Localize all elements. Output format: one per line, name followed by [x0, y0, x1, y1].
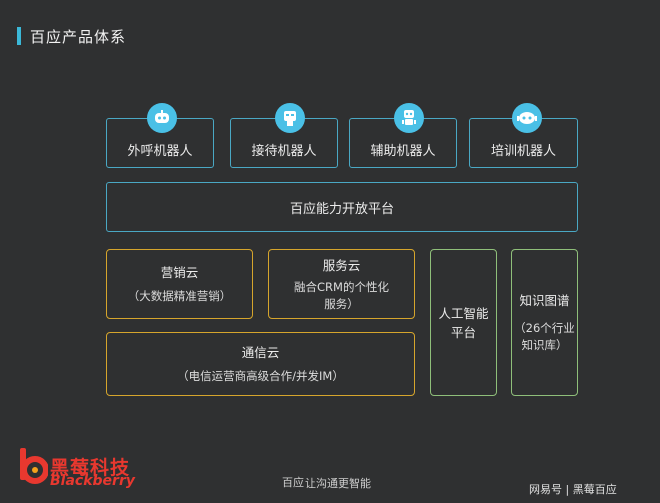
robot-label: 培训机器人 — [490, 143, 556, 159]
service-cloud-title: 服务云 — [322, 257, 361, 273]
knowledge-graph-title: 知识图谱 — [519, 293, 570, 308]
slogan-mark: 百应 — [282, 476, 304, 489]
marketing-cloud-title: 营销云 — [160, 265, 199, 280]
knowledge-graph-sub-1: （26个行业 — [514, 321, 575, 335]
robot-icon — [147, 103, 177, 133]
title-accent-bar — [17, 27, 21, 45]
service-cloud-sub-2: 服务） — [324, 296, 359, 311]
robot-icon — [512, 103, 542, 133]
communication-cloud-title: 通信云 — [241, 345, 280, 360]
robot-icon — [394, 103, 424, 133]
ai-platform: 人工智能 平台 — [430, 249, 497, 396]
robot-label: 接待机器人 — [251, 143, 317, 159]
knowledge-graph: 知识图谱 （26个行业 知识库） — [511, 249, 578, 396]
communication-cloud-sub: （电信运营商高级合作/并发IM） — [177, 369, 344, 383]
ai-platform-title-1: 人工智能 — [438, 305, 489, 321]
logo-cn: 黑莓科技 — [50, 457, 131, 479]
platform-label: 百应能力开放平台 — [289, 201, 394, 217]
communication-cloud: 通信云 （电信运营商高级合作/并发IM） — [106, 332, 415, 396]
service-cloud: 服务云 融合CRM的个性化 服务） — [268, 249, 415, 319]
page-title: 百应产品体系 — [30, 28, 127, 46]
ai-platform-title-2: 平台 — [450, 324, 476, 340]
blackberry-logo-icon — [18, 446, 49, 486]
slogan: 让沟通更智能 — [305, 477, 371, 490]
robot-icon — [275, 103, 305, 133]
knowledge-graph-sub-2: 知识库） — [521, 338, 568, 352]
logo-en: Blackberry — [50, 473, 135, 489]
watermark: 网易号 | 黑莓百应 — [529, 483, 617, 496]
marketing-cloud-sub: （大数据精准营销） — [127, 289, 232, 303]
capability-platform: 百应能力开放平台 — [106, 182, 578, 232]
robot-label: 外呼机器人 — [127, 143, 193, 159]
robot-label: 辅助机器人 — [370, 143, 436, 159]
service-cloud-sub-1: 融合CRM的个性化 — [294, 279, 389, 294]
marketing-cloud: 营销云 （大数据精准营销） — [106, 249, 253, 319]
